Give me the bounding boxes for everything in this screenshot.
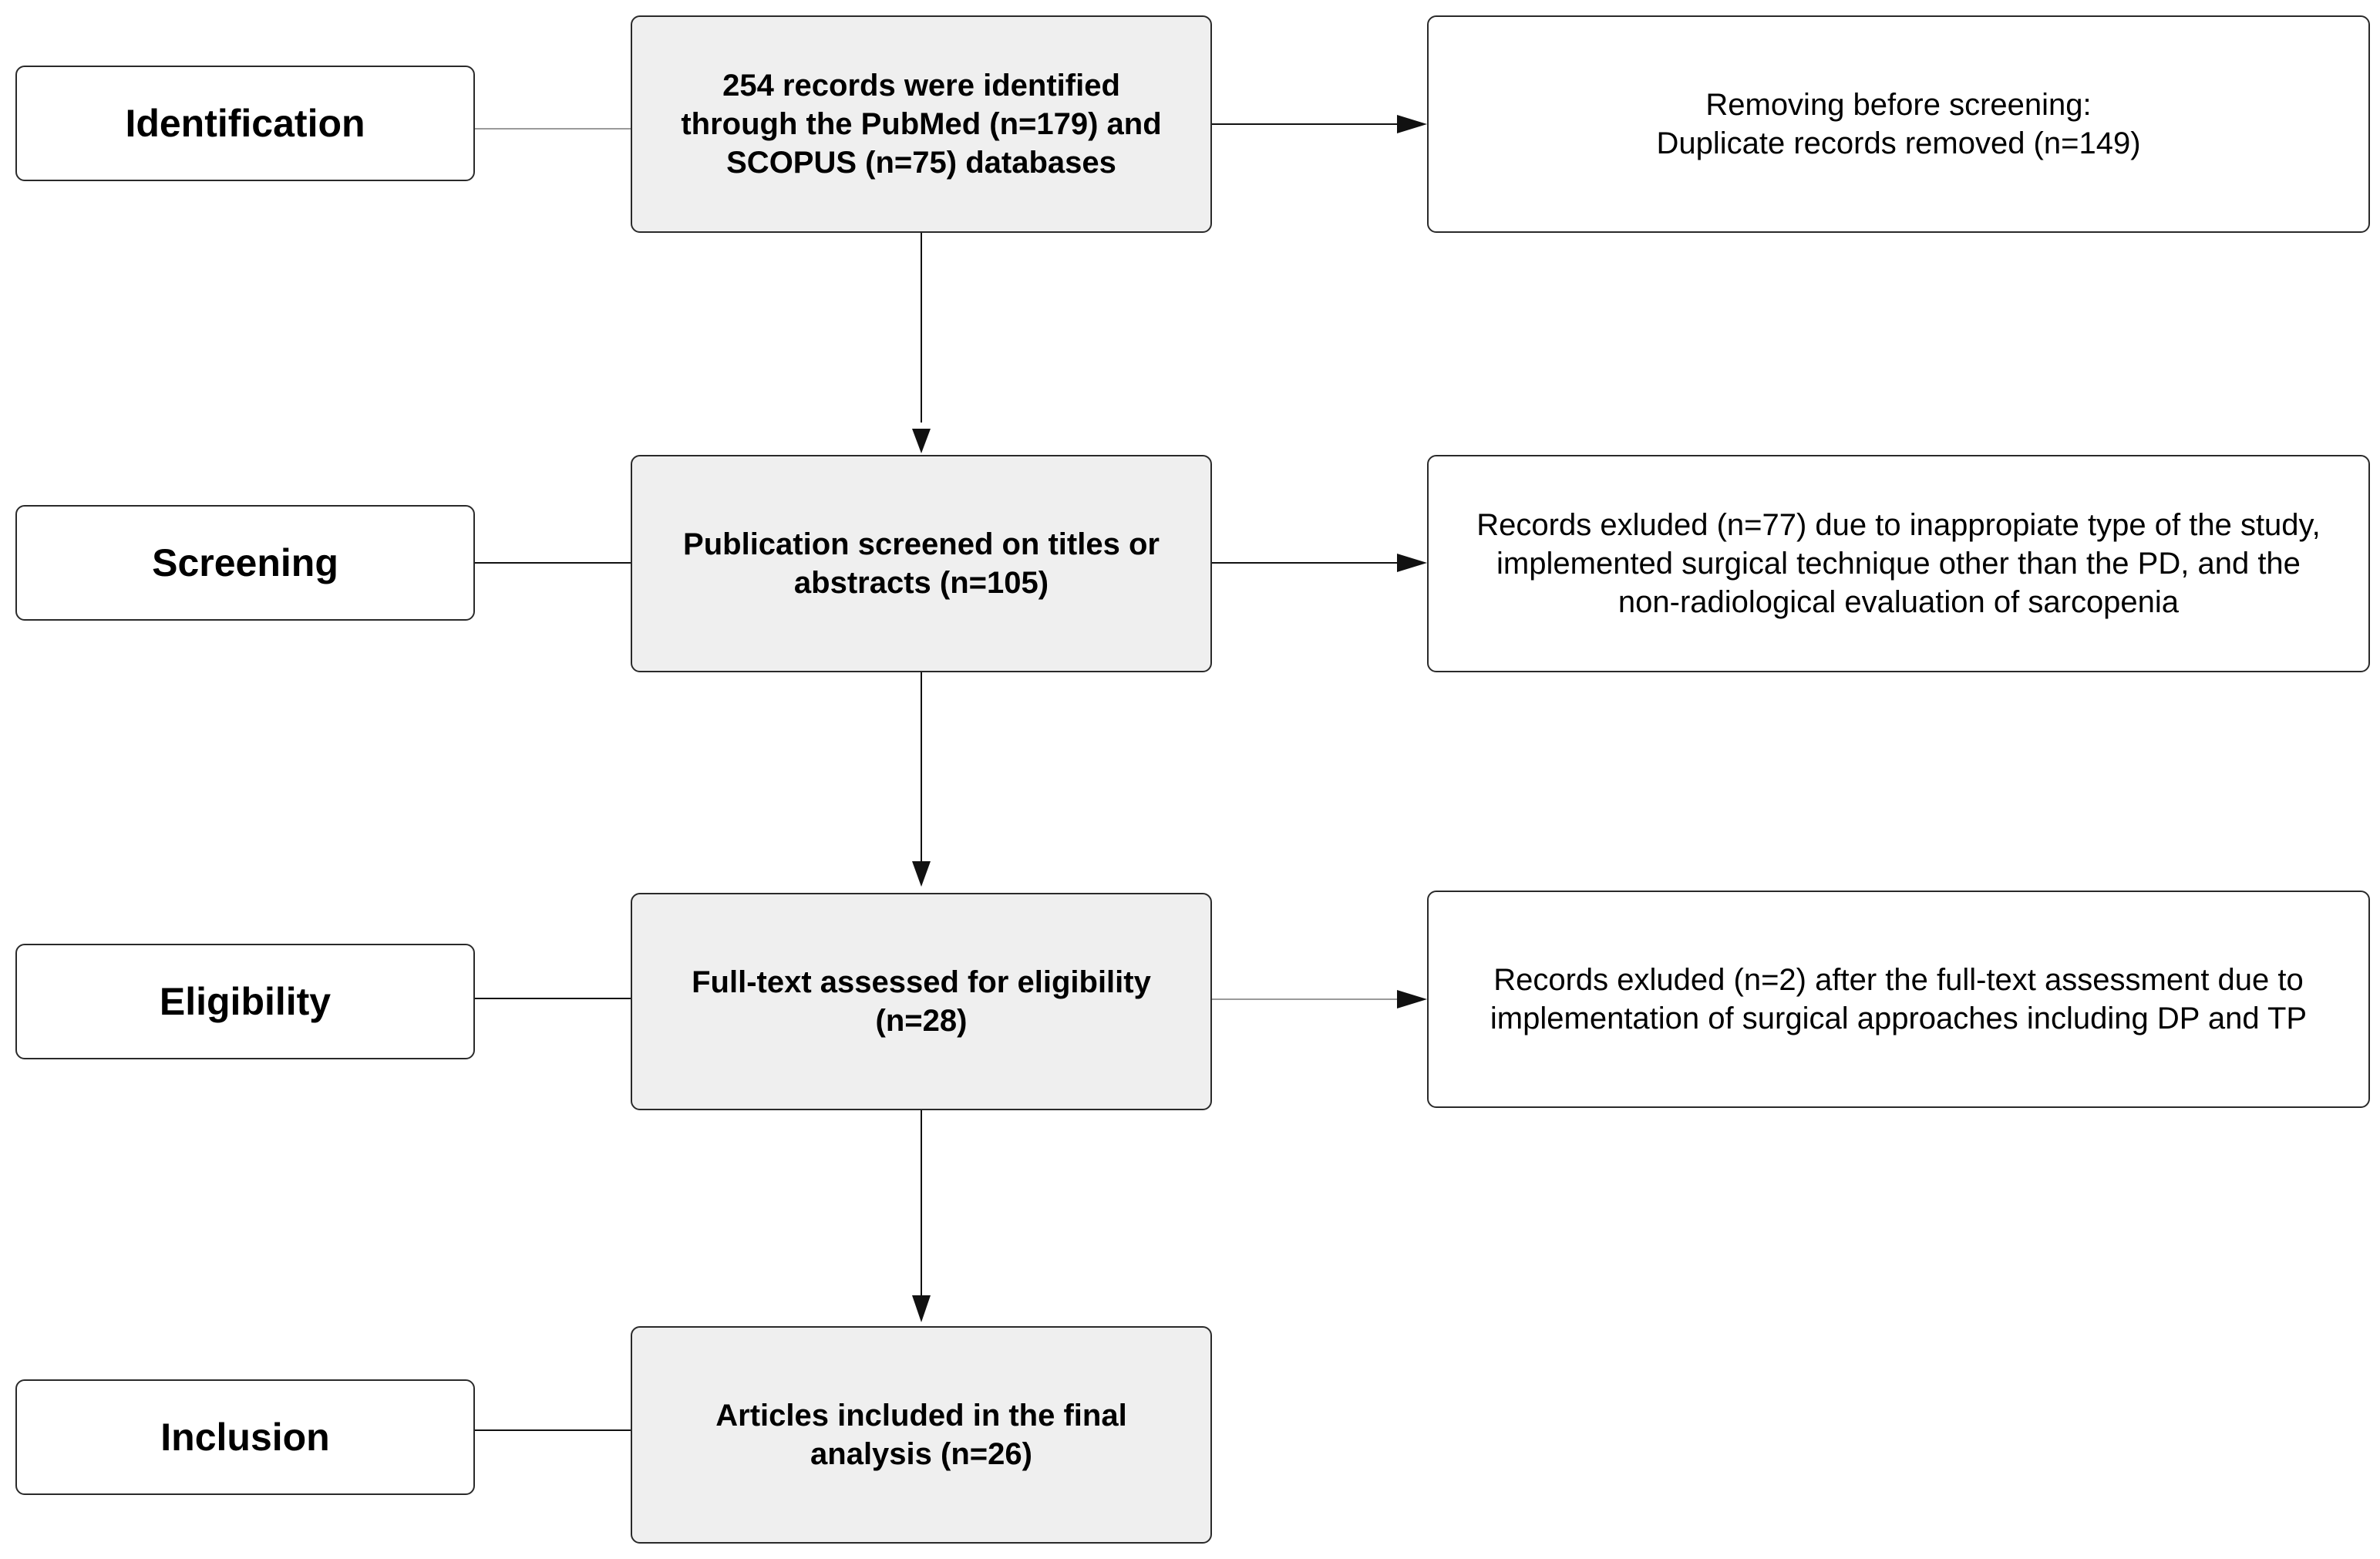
main-box-identified: 254 records were identified through the …	[631, 15, 1212, 233]
stage-label: Identification	[125, 102, 365, 145]
main-box-text: Articles included in the final analysis …	[715, 1399, 1127, 1471]
side-box-text: Records exluded (n=2) after the full-tex…	[1490, 963, 2308, 1035]
main-box-full-text: Full-text assessed for eligibility (n=28…	[631, 893, 1212, 1110]
side-box-excluded-screening: Records exluded (n=77) due to inappropia…	[1427, 455, 2370, 672]
main-box-text: 254 records were identified through the …	[681, 69, 1162, 180]
stage-inclusion: Inclusion	[15, 1379, 475, 1495]
stage-label: Inclusion	[160, 1416, 330, 1459]
stage-screening: Screening	[15, 505, 475, 621]
stage-label: Eligibility	[159, 980, 332, 1023]
stage-eligibility: Eligibility	[15, 944, 475, 1059]
main-box-included: Articles included in the final analysis …	[631, 1326, 1212, 1544]
main-box-screened: Publication screened on titles or abstra…	[631, 455, 1212, 672]
down-arrow-3	[912, 1109, 931, 1322]
right-arrow-1	[1212, 115, 1427, 133]
main-box-text: Full-text assessed for eligibility (n=28…	[692, 965, 1151, 1038]
down-arrow-1	[912, 233, 931, 453]
side-box-text: Records exluded (n=77) due to inappropia…	[1476, 508, 2321, 619]
side-box-duplicates: Removing before screening: Duplicate rec…	[1427, 15, 2370, 233]
right-arrow-2	[1212, 554, 1427, 572]
side-box-text: Removing before screening: Duplicate rec…	[1656, 88, 2141, 160]
side-box-excluded-full-text: Records exluded (n=2) after the full-tex…	[1427, 891, 2370, 1108]
main-box-text: Publication screened on titles or abstra…	[683, 527, 1160, 600]
right-arrow-3	[1212, 990, 1427, 1008]
stage-label: Screening	[152, 541, 338, 584]
down-arrow-2	[912, 671, 931, 887]
stage-identification: Identification	[15, 66, 475, 181]
